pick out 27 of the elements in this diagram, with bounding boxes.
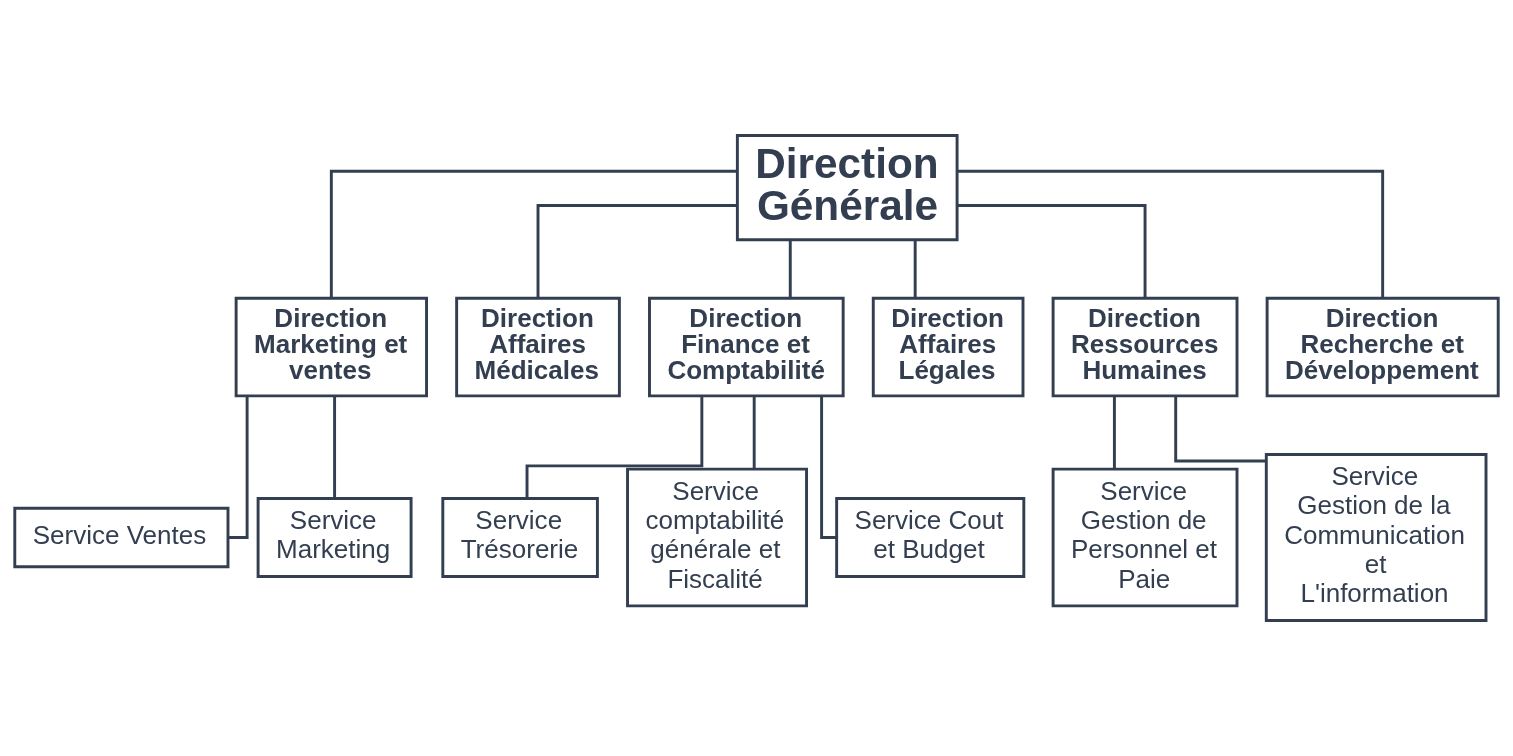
- node-box: Direction Affaires Médicales: [455, 296, 621, 398]
- node-box: Direction Affaires Légales: [871, 296, 1025, 398]
- connector: [525, 396, 704, 499]
- node-box: Direction Recherche et Développement: [1265, 296, 1500, 398]
- node-box: Service comptabilité générale et Fiscalité: [626, 467, 808, 608]
- node-box: Service Trésorerie: [441, 496, 599, 578]
- connector: [1112, 396, 1116, 469]
- node-box: Service Gestion de Personnel et Paie: [1051, 467, 1239, 608]
- connector: [333, 396, 337, 499]
- connector: [820, 396, 837, 539]
- node-box: Service Cout et Budget: [835, 496, 1026, 578]
- node-box: Direction Générale: [735, 134, 959, 242]
- node-box: Direction Marketing et ventes: [234, 296, 428, 398]
- connector: [752, 396, 756, 469]
- connector: [1174, 396, 1266, 463]
- connector: [228, 396, 249, 539]
- node-box: Service Marketing: [256, 496, 413, 578]
- connector: [913, 239, 917, 298]
- connector: [788, 239, 792, 298]
- connector: [957, 204, 1147, 298]
- node-box: Direction Ressources Humaines: [1051, 296, 1239, 398]
- node-box: Service Gestion de la Communication et L'information: [1264, 453, 1488, 622]
- node-box: Service Ventes: [13, 506, 230, 569]
- connector: [957, 169, 1385, 299]
- connector: [536, 204, 738, 298]
- connector: [329, 169, 738, 299]
- node-box: Direction Finance et Comptabilité: [648, 296, 845, 398]
